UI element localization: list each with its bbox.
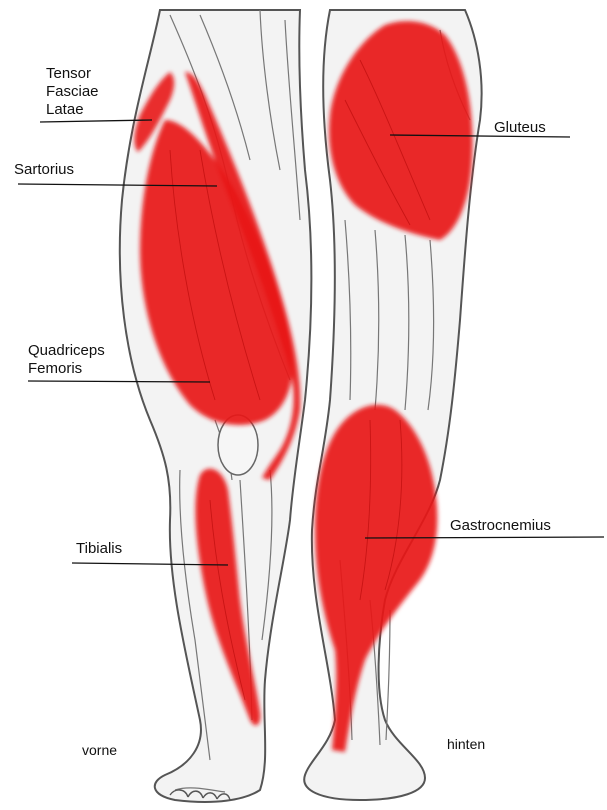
tensor-label-line1: Tensor bbox=[46, 65, 91, 83]
quadriceps-label-line1: Quadriceps bbox=[28, 342, 105, 360]
tensor-label-line3: Latae bbox=[46, 101, 84, 119]
back-leg bbox=[304, 10, 481, 800]
sartorius-label: Sartorius bbox=[14, 161, 74, 179]
back-view-label: hinten bbox=[447, 735, 485, 753]
gluteus-label: Gluteus bbox=[494, 119, 546, 137]
front-view-label: vorne bbox=[82, 741, 117, 759]
quadriceps-label-line2: Femoris bbox=[28, 360, 82, 378]
leader-lines bbox=[18, 120, 604, 565]
tibialis-label: Tibialis bbox=[76, 540, 122, 558]
front-leg bbox=[120, 10, 312, 802]
gastrocnemius-label: Gastrocnemius bbox=[450, 517, 551, 535]
tensor-label-line2: Fasciae bbox=[46, 83, 99, 101]
